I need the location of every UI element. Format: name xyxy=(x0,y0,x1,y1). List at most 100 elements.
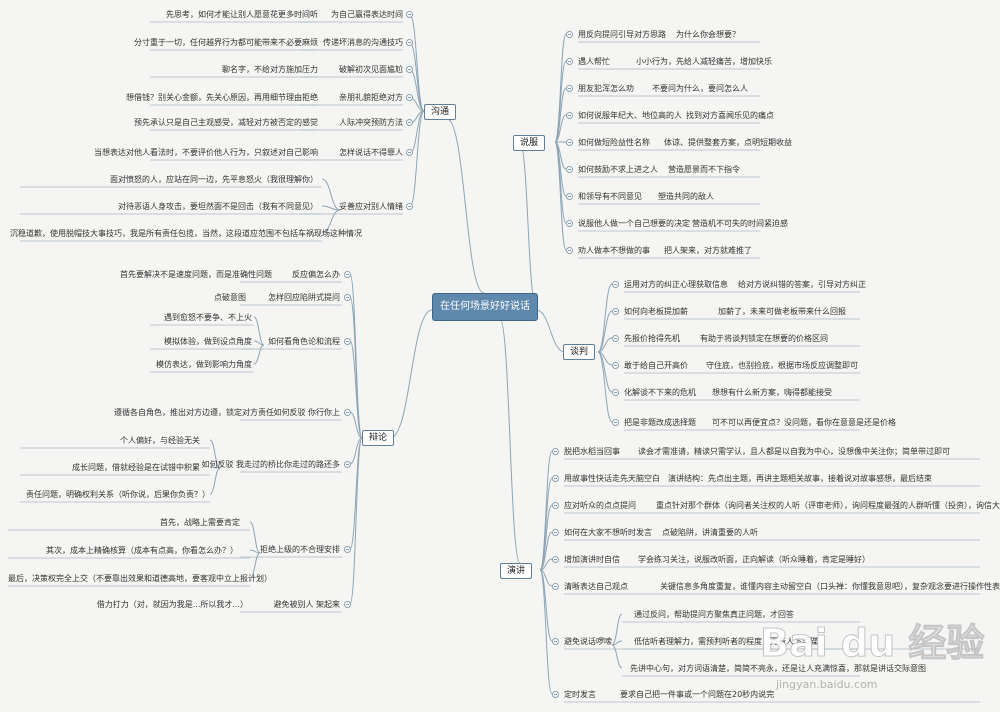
collapse-knob[interactable] xyxy=(406,39,413,46)
yanjiang-item[interactable]: 如何在大家不想听时发言 xyxy=(564,528,652,537)
collapse-knob[interactable] xyxy=(552,556,559,563)
collapse-knob[interactable] xyxy=(406,119,413,126)
collapse-knob[interactable] xyxy=(566,85,573,92)
yanjiang-detail: 先讲中心句，对方词语清楚，简简不亮永，还是让人充满惊喜，那就是讲话交际意图 xyxy=(630,664,926,673)
shuofu-item[interactable]: 用反向提问引导对方思路 xyxy=(578,30,666,39)
collapse-knob[interactable] xyxy=(406,11,413,18)
connector xyxy=(409,42,425,112)
goutong-topic[interactable]: 为自己赢得表达时间 xyxy=(331,10,403,19)
tanpan-item[interactable]: 敢于给自己开高价 xyxy=(624,361,688,370)
collapse-knob[interactable] xyxy=(552,691,559,698)
bianlun-topic[interactable]: 如何反驳 你行你上 xyxy=(273,408,340,417)
collapse-knob[interactable] xyxy=(406,203,413,210)
connector xyxy=(349,411,363,439)
tanpan-detail: 加薪了，未来可做老板带来什么回报 xyxy=(718,307,846,316)
collapse-knob[interactable] xyxy=(566,31,573,38)
connector xyxy=(539,558,553,571)
yanjiang-item[interactable]: 应对听众的点点提问 xyxy=(564,501,636,510)
collapse-knob[interactable] xyxy=(344,294,351,301)
yanjiang-detail: 通过反问，帮助提问方聚焦真正问题，才回答 xyxy=(634,610,794,619)
shuofu-item[interactable]: 和领导有不同意见 xyxy=(578,192,642,201)
bianlun-detail: 借力打力（对，就因为我是...所以我才...） xyxy=(96,600,248,609)
collapse-knob[interactable] xyxy=(612,308,619,315)
collapse-knob[interactable] xyxy=(566,220,573,227)
connector xyxy=(209,467,221,495)
tanpan-item[interactable]: 把是非题改成选择题 xyxy=(624,418,696,427)
collapse-knob[interactable] xyxy=(566,112,573,119)
collapse-knob[interactable] xyxy=(406,66,413,73)
collapse-knob[interactable] xyxy=(612,389,619,396)
shuofu-item[interactable]: 说服他人做一个自己想要的决定 xyxy=(578,219,690,228)
bianlun-topic[interactable]: 反应偏怎么办 xyxy=(292,270,340,279)
yanjiang-item[interactable]: 定时发言 xyxy=(564,690,596,699)
bianlun-topic[interactable]: 如何看角色论和流程 xyxy=(268,337,340,346)
collapse-knob[interactable] xyxy=(612,419,619,426)
collapse-knob[interactable] xyxy=(552,638,559,645)
goutong-topic[interactable]: 传递坏消息的沟通技巧 xyxy=(323,38,403,47)
collapse-knob[interactable] xyxy=(344,338,351,345)
goutong-topic[interactable]: 破解初次见面尴尬 xyxy=(339,65,403,74)
root-topic[interactable]: 在任何场景好好说话 xyxy=(432,293,538,321)
collapse-knob[interactable] xyxy=(552,475,559,482)
root-to-tanpan xyxy=(535,309,566,353)
bianlun-topic[interactable]: 怎样回应陷阱式提问 xyxy=(268,293,340,302)
bianlun-topic[interactable]: 如何反驳 我走过的桥比你走过的路还多 xyxy=(201,460,340,469)
bianlun-topic[interactable]: 避免被别人 架起来 xyxy=(273,600,340,609)
collapse-knob[interactable] xyxy=(552,502,559,509)
branch-yanjiang[interactable]: 演讲 xyxy=(500,563,533,579)
goutong-detail: 分寸重于一切，任何越界行为都可能带来不必要麻烦 xyxy=(134,38,318,47)
goutong-topic[interactable]: 亲朋礼貌拒绝对方 xyxy=(339,93,403,102)
collapse-knob[interactable] xyxy=(344,601,351,608)
connector xyxy=(253,316,265,346)
collapse-knob[interactable] xyxy=(566,193,573,200)
collapse-knob[interactable] xyxy=(552,448,559,455)
branch-goutong[interactable]: 沟通 xyxy=(424,104,457,120)
collapse-knob[interactable] xyxy=(566,139,573,146)
tanpan-item[interactable]: 化解谈不下来的危机 xyxy=(624,388,696,397)
collapse-knob[interactable] xyxy=(344,546,351,553)
shuofu-item[interactable]: 如何说服年纪大、地位高的人 xyxy=(578,111,682,120)
collapse-knob[interactable] xyxy=(566,247,573,254)
yanjiang-item[interactable]: 清晰表达自己观点 xyxy=(564,582,628,591)
collapse-knob[interactable] xyxy=(552,583,559,590)
yanjiang-item[interactable]: 增加演讲时自信 xyxy=(564,555,620,564)
shuofu-detail: 小小行为，先给人减轻痛苦，增加快乐 xyxy=(636,57,772,66)
bianlun-detail: 个人偏好，与经验无关 xyxy=(120,436,200,445)
collapse-knob[interactable] xyxy=(566,58,573,65)
connector xyxy=(554,114,567,143)
collapse-knob[interactable] xyxy=(612,281,619,288)
branch-bianlun[interactable]: 辩论 xyxy=(362,430,395,446)
shuofu-item[interactable]: 遇人帮忙 xyxy=(578,57,610,66)
bianlun-detail: 遵循各自角色，推出对方边遵，锁定对方责任 xyxy=(114,408,274,417)
collapse-knob[interactable] xyxy=(566,166,573,173)
collapse-knob[interactable] xyxy=(344,409,351,416)
shuofu-item[interactable]: 如何鼓励不求上进之人 xyxy=(578,165,658,174)
yanjiang-item[interactable]: 用故事性快话走先天脑空白 xyxy=(564,474,660,483)
collapse-knob[interactable] xyxy=(552,529,559,536)
shuofu-item[interactable]: 朋友犯浑怎么劝 xyxy=(578,84,634,93)
yanjiang-item[interactable]: 避免说话啰嗦 xyxy=(564,637,612,646)
collapse-knob[interactable] xyxy=(612,362,619,369)
collapse-knob[interactable] xyxy=(344,271,351,278)
yanjiang-item[interactable]: 脱把水稻当回事 xyxy=(564,447,620,456)
branch-shuofu[interactable]: 说服 xyxy=(513,135,546,151)
goutong-topic[interactable]: 怎样说话不得罪人 xyxy=(339,148,403,157)
tanpan-item[interactable]: 先报价抢得先机 xyxy=(624,334,680,343)
connector xyxy=(249,552,261,579)
collapse-knob[interactable] xyxy=(406,149,413,156)
tanpan-item[interactable]: 如何向老板提加薪 xyxy=(624,307,688,316)
tanpan-item[interactable]: 运用对方的纠正心理获取信息 xyxy=(624,280,728,289)
bianlun-detail: 模拟体验，做到设点角度 xyxy=(164,337,252,346)
shuofu-item[interactable]: 如何做短险益性名称 xyxy=(578,138,650,147)
collapse-knob[interactable] xyxy=(344,461,351,468)
root-to-bianlun xyxy=(389,309,433,439)
yanjiang-detail: 学会练习关注，说服改听面，正向解读（听众睡着，肯定是睡好） xyxy=(638,555,870,564)
goutong-topic[interactable]: 妥善应对别人情绪 xyxy=(339,202,403,211)
connector xyxy=(611,640,623,646)
bianlun-topic[interactable]: 拒绝上级的不合理安排 xyxy=(260,545,340,554)
shuofu-item[interactable]: 劝人做本不想做的事 xyxy=(578,246,650,255)
goutong-topic[interactable]: 人际冲突预防方法 xyxy=(339,118,403,127)
collapse-knob[interactable] xyxy=(406,94,413,101)
branch-tanpan[interactable]: 谈判 xyxy=(563,344,596,360)
collapse-knob[interactable] xyxy=(612,335,619,342)
